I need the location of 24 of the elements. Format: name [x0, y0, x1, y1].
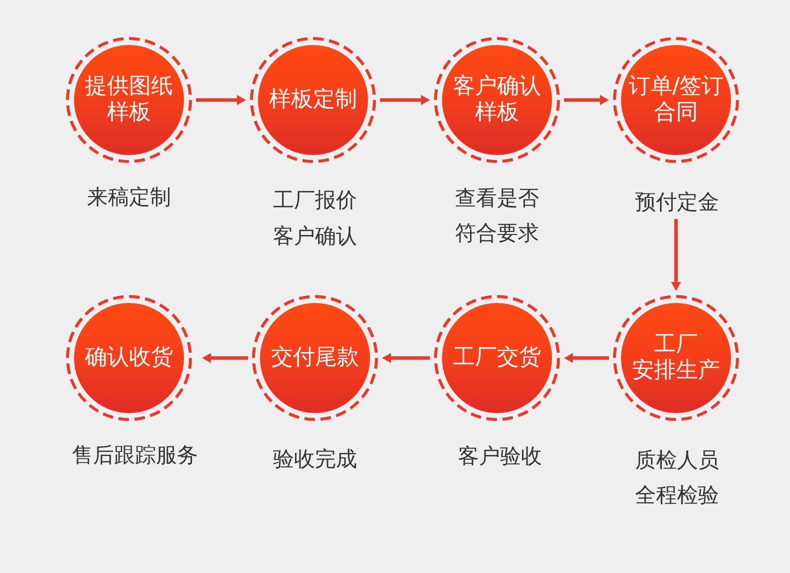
arrow — [671, 219, 681, 291]
step-caption: 验收完成 — [273, 446, 357, 472]
step-label: 样板定制 — [269, 87, 357, 113]
arrow — [382, 353, 430, 363]
arrow — [380, 95, 430, 105]
step-label: 提供图纸样板 — [84, 74, 174, 126]
arrow — [202, 353, 248, 363]
step-caption: 预付定金 — [635, 189, 719, 215]
step-caption: 售后跟踪服务 — [72, 442, 198, 468]
step-caption: 工厂报价客户确认 — [272, 187, 358, 250]
step-label: 交付尾款 — [271, 345, 359, 371]
step-label: 客户确认样板 — [452, 74, 542, 126]
step-label: 工厂 — [654, 332, 698, 358]
arrow — [564, 95, 609, 105]
step-label: 安排生产 — [632, 358, 720, 384]
arrow — [564, 353, 609, 363]
arrow — [196, 95, 246, 105]
step-label: 确认收货 — [85, 345, 173, 371]
step-label: 订单/签订合同 — [627, 74, 725, 126]
step-caption: 来稿定制 — [87, 184, 171, 210]
step-label: 工厂交货 — [453, 345, 541, 371]
step-caption: 质检人员全程检验 — [634, 446, 720, 508]
step-caption: 客户验收 — [458, 443, 542, 469]
step-caption: 查看是否符合要求 — [454, 184, 540, 246]
